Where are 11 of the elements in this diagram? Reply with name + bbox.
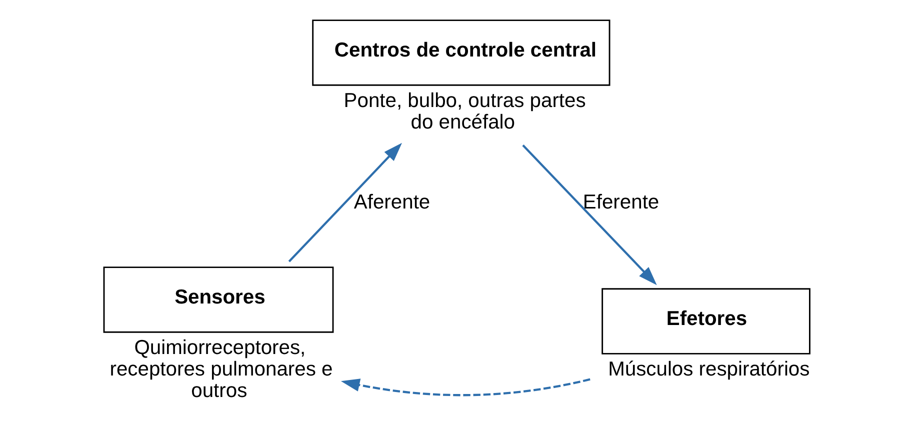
edge-label: Eferente	[582, 192, 659, 214]
node-box: Sensores	[102, 266, 334, 333]
edge-label: Aferente	[353, 192, 430, 214]
node-label: Ponte, bulbo, outras partes do encéfalo	[343, 90, 586, 134]
node-box: Centros de controle central	[312, 20, 610, 86]
arrow	[340, 378, 590, 396]
arrow	[522, 144, 656, 286]
node-box: Efetores	[601, 288, 810, 354]
node-label: Quimiorreceptores, receptores pulmonares e outros	[109, 336, 332, 402]
node-label: Músculos respiratórios	[608, 358, 810, 381]
arrow	[288, 142, 402, 262]
